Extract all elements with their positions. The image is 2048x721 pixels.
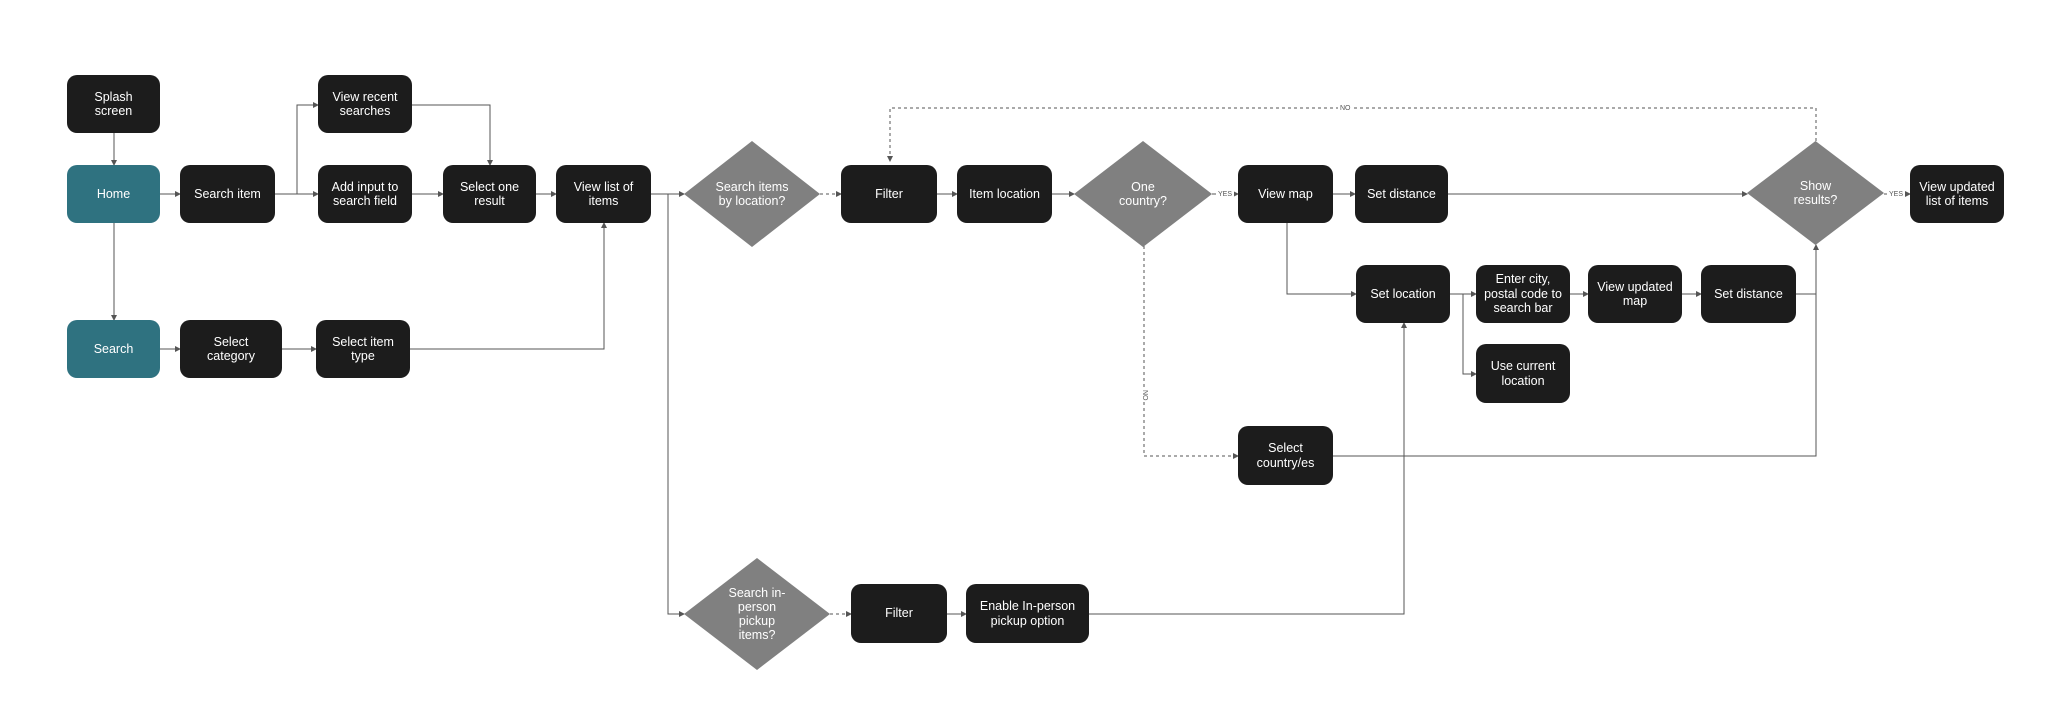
decision-label: Search items by location? bbox=[715, 180, 789, 208]
edge bbox=[410, 222, 607, 350]
node-enable-inperson: Enable In-person pickup option bbox=[966, 584, 1089, 643]
edge bbox=[296, 102, 319, 194]
node-use-current-location: Use current location bbox=[1476, 344, 1570, 403]
edge bbox=[667, 194, 685, 617]
node-view-updated-list: View updated list of items bbox=[1910, 165, 2004, 223]
node-select-item-type: Select item type bbox=[316, 320, 410, 378]
node-view-updated-map: View updated map bbox=[1588, 265, 1682, 323]
node-splash-screen: Splash screen bbox=[67, 75, 160, 133]
node-add-input: Add input to search field bbox=[318, 165, 412, 223]
edge-label-no-top: NO bbox=[1338, 104, 1353, 113]
node-filter-top: Filter bbox=[841, 165, 937, 223]
node-item-location: Item location bbox=[957, 165, 1052, 223]
decision-search-inperson: Search in-person pickup items? bbox=[684, 558, 830, 670]
edge bbox=[1286, 223, 1357, 297]
node-search: Search bbox=[67, 320, 160, 378]
node-view-map: View map bbox=[1238, 165, 1333, 223]
node-home: Home bbox=[67, 165, 160, 223]
node-select-one-result: Select one result bbox=[443, 165, 536, 223]
decision-one-country: One country? bbox=[1074, 141, 1212, 247]
edge bbox=[1462, 294, 1477, 377]
decision-show-results: Show results? bbox=[1747, 141, 1884, 245]
node-set-location: Set location bbox=[1356, 265, 1450, 323]
edge-label-yes-one-country: YES bbox=[1216, 190, 1235, 199]
node-set-distance-top: Set distance bbox=[1355, 165, 1448, 223]
edge bbox=[1333, 245, 1817, 457]
edge bbox=[1796, 244, 1819, 295]
decision-label: Search in-person pickup items? bbox=[728, 586, 786, 642]
decision-label: One country? bbox=[1119, 180, 1167, 208]
node-select-country: Select country/es bbox=[1238, 426, 1333, 485]
edge bbox=[1089, 322, 1407, 615]
node-set-distance-mid: Set distance bbox=[1701, 265, 1796, 323]
edge bbox=[412, 104, 493, 166]
node-search-item: Search item bbox=[180, 165, 275, 223]
decision-label: Show results? bbox=[1793, 179, 1838, 207]
edge-label-no-one-country: NO bbox=[1138, 390, 1151, 401]
edge bbox=[1143, 246, 1239, 459]
edge bbox=[887, 107, 1817, 162]
edge-label-yes-show: YES bbox=[1887, 190, 1906, 199]
node-view-recent-searches: View recent searches bbox=[318, 75, 412, 133]
node-select-category: Select category bbox=[180, 320, 282, 378]
node-filter-bottom: Filter bbox=[851, 584, 947, 643]
decision-search-by-location: Search items by location? bbox=[684, 141, 820, 247]
node-enter-city: Enter city, postal code to search bar bbox=[1476, 265, 1570, 323]
node-view-list: View list of items bbox=[556, 165, 651, 223]
